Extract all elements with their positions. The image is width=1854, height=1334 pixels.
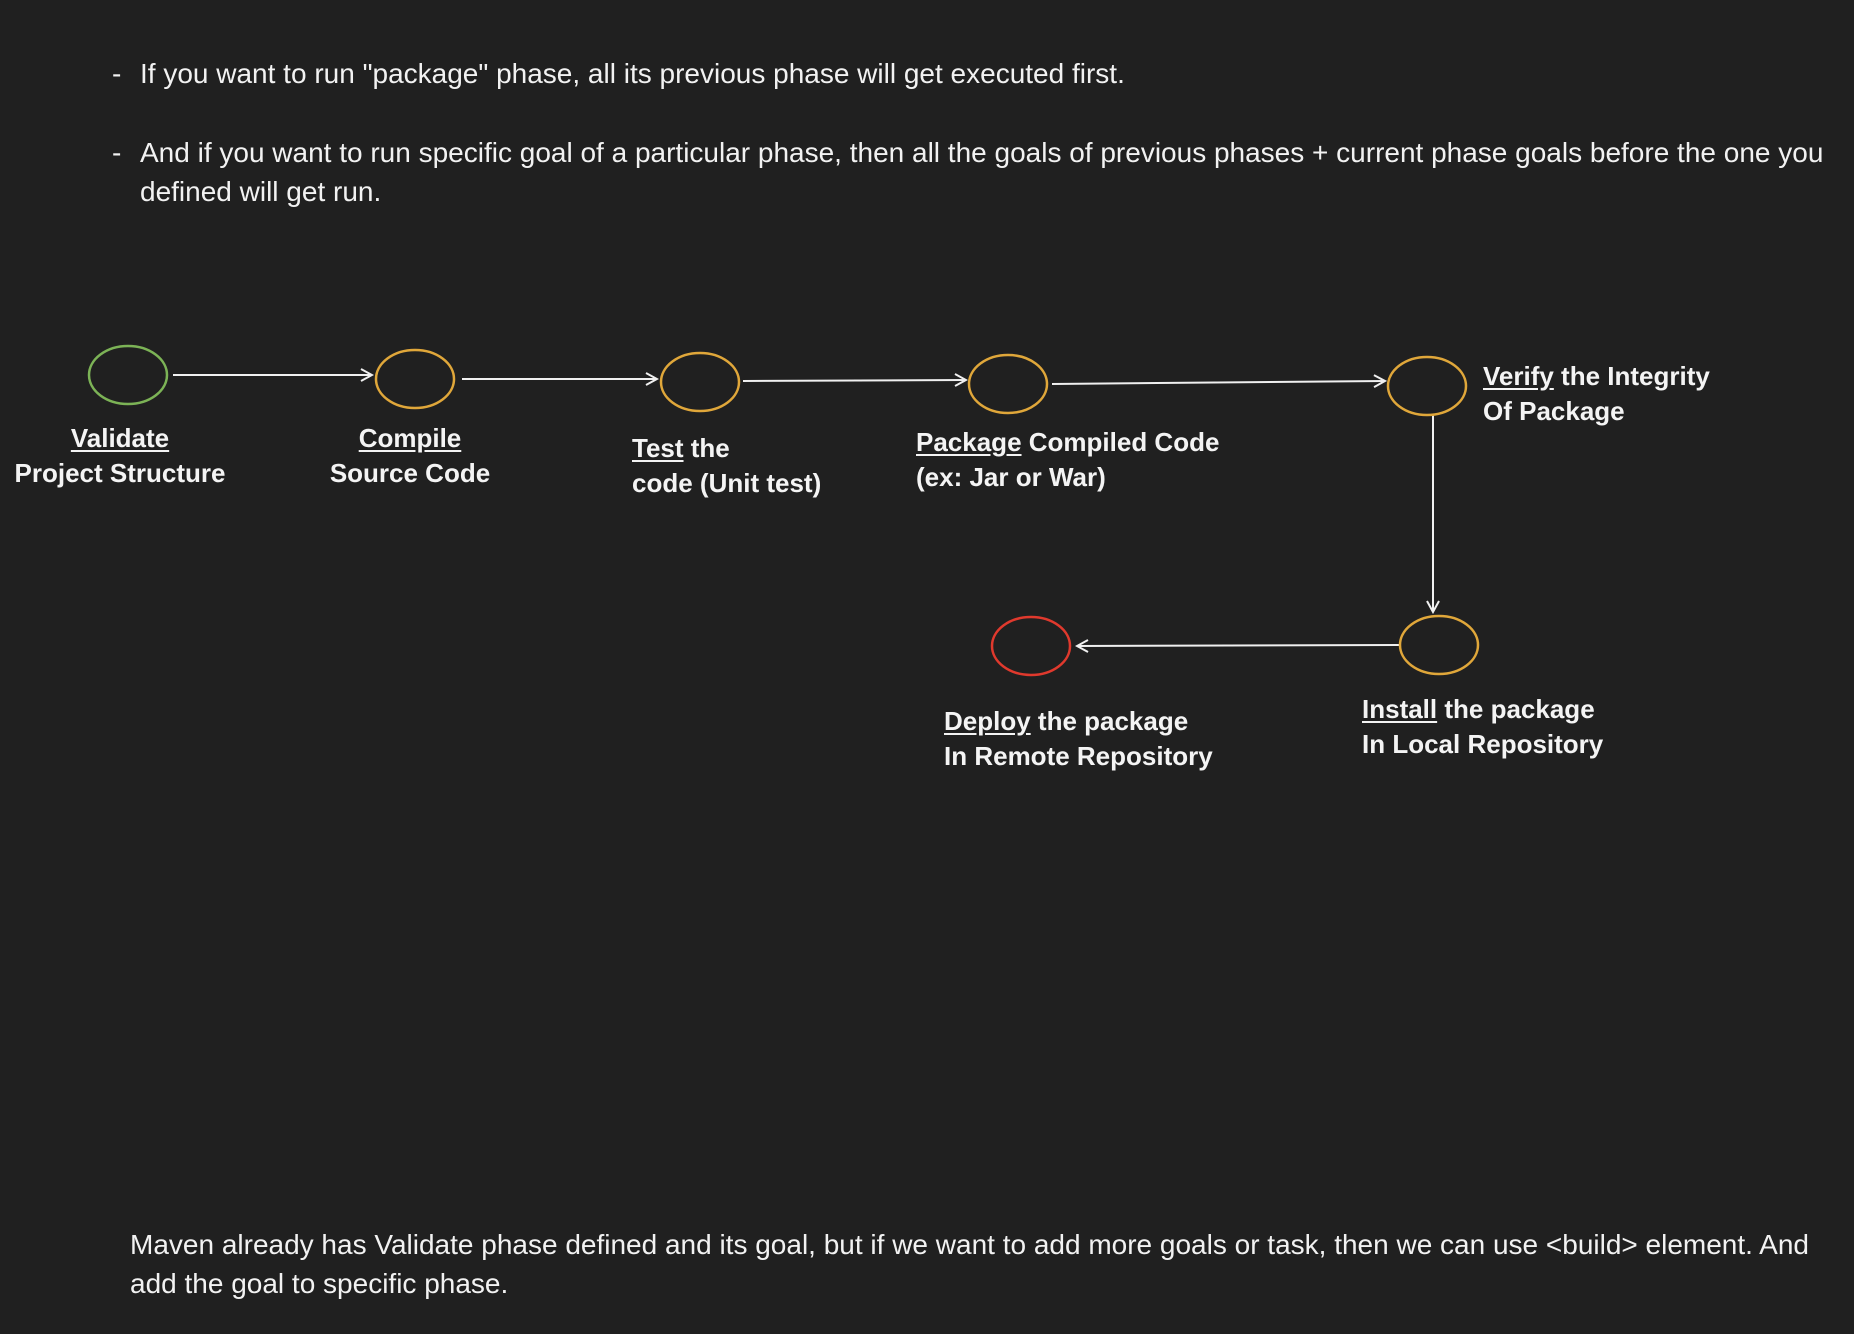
deploy-node [990,615,1072,677]
install-label: Install the package In Local Repository [1362,692,1603,762]
test-node [659,351,741,413]
package-keyword: Package [916,427,1022,457]
bullet-text: If you want to run "package" phase, all … [140,58,1125,89]
compile-node [374,348,456,410]
validate-node [87,344,169,406]
package-line2: (ex: Jar or War) [916,462,1106,492]
install-line2: In Local Repository [1362,729,1604,759]
compile-keyword: Compile [358,423,462,453]
validate-line2: Project Structure [14,458,226,488]
package-label: Package Compiled Code (ex: Jar or War) [916,425,1219,495]
bullet-dash: - [112,58,122,89]
arrow-install-to-deploy [1077,645,1400,646]
install-node [1398,614,1480,676]
arrow-test-to-package [742,380,966,381]
install-rest: the package [1437,694,1595,724]
test-label: Test the code (Unit test) [632,431,821,501]
deploy-rest: the package [1030,706,1189,736]
phase-nodes [87,344,1480,677]
deploy-label: Deploy the package In Remote Repository [944,704,1213,774]
package-rest: Compiled Code [1021,427,1220,457]
verify-node [1386,355,1468,417]
compile-line2: Source Code [329,458,491,488]
verify-label: Verify the Integrity Of Package [1483,359,1710,429]
test-line2: code (Unit test) [632,468,822,498]
verify-rest: the Integrity [1553,361,1710,391]
verify-line2: Of Package [1483,396,1625,426]
test-rest: the [683,433,730,463]
verify-keyword: Verify [1483,361,1554,391]
compile-label: Compile Source Code [320,421,500,491]
validate-label: Validate Project Structure [10,421,230,491]
test-keyword: Test [632,433,684,463]
deploy-keyword: Deploy [944,706,1031,736]
flow-arrows [173,375,1433,646]
bullet-dash: - [112,137,122,168]
package-node [967,353,1049,415]
arrow-package-to-verify [1051,381,1385,384]
build-element-note: Maven already has Validate phase defined… [130,1229,1809,1299]
bullet-text: And if you want to run specific goal of … [140,137,1824,207]
deploy-line2: In Remote Repository [944,741,1213,771]
install-keyword: Install [1362,694,1438,724]
validate-keyword: Validate [70,423,170,453]
